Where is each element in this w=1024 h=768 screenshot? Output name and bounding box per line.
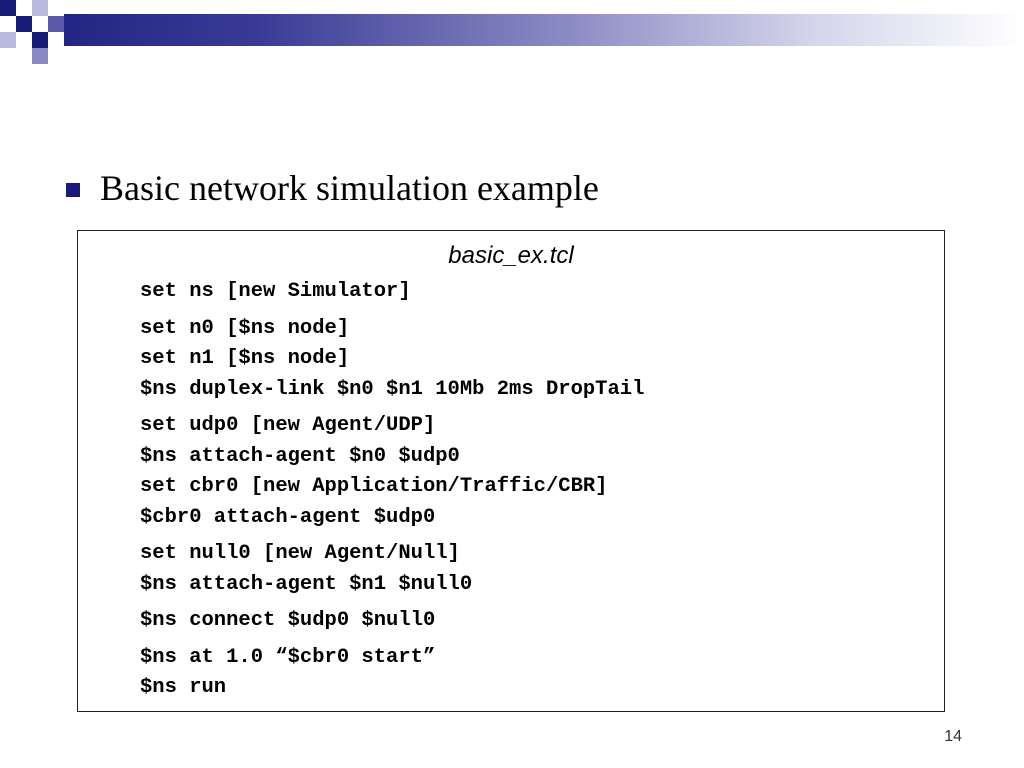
header-square-decoration <box>16 16 32 32</box>
code-line: set cbr0 [new Application/Traffic/CBR] <box>140 475 608 498</box>
header-square-decoration <box>48 16 64 32</box>
code-group: set null0 [new Agent/Null] $ns attach-ag… <box>140 539 644 600</box>
header-square-decoration <box>48 32 64 48</box>
code-line: $ns connect $udp0 $null0 <box>140 609 436 632</box>
page-number: 14 <box>944 728 962 745</box>
header-square-decoration <box>32 0 48 16</box>
code-filename: basic_ex.tcl <box>448 242 574 269</box>
code-line: $ns duplex-link $n0 $n1 10Mb 2ms DropTai… <box>140 377 645 401</box>
header-square-decoration <box>16 32 32 48</box>
header-square-decoration <box>32 48 48 64</box>
code-line: set n0 [$ns node] <box>140 316 350 340</box>
header-square-decoration <box>32 16 48 32</box>
code-line: $ns attach-agent $n1 $null0 <box>140 572 473 596</box>
header-square-decoration <box>0 0 16 16</box>
code-block: set ns [new Simulator] set n0 [$ns node]… <box>140 277 644 710</box>
code-box: basic_ex.tcl set ns [new Simulator] set … <box>77 230 945 712</box>
code-group: set ns [new Simulator] <box>140 277 644 308</box>
bullet-square-icon <box>66 183 80 197</box>
header-square-decoration <box>32 32 48 48</box>
header-square-decoration <box>0 32 16 48</box>
header-gradient-bar <box>0 14 1024 46</box>
bullet-heading: Basic network simulation example <box>100 168 599 208</box>
code-line: set null0 [new Agent/Null] <box>140 542 460 565</box>
code-line: $ns attach-agent $n0 $udp0 <box>140 444 460 468</box>
code-group: $ns at 1.0 “$cbr0 start” $ns run <box>140 643 644 704</box>
header-square-decoration <box>48 0 64 16</box>
code-group: set n0 [$ns node] set n1 [$ns node] $ns … <box>140 314 644 406</box>
code-group: set udp0 [new Agent/UDP] $ns attach-agen… <box>140 411 644 533</box>
code-line: set ns [new Simulator] <box>140 280 411 303</box>
code-line: set udp0 [new Agent/UDP] <box>140 414 436 437</box>
code-line: $ns run <box>140 676 227 699</box>
header-square-decoration <box>0 16 16 32</box>
code-line: set n1 [$ns node] <box>140 347 350 370</box>
header-square-decoration <box>16 0 32 16</box>
code-group: $ns connect $udp0 $null0 <box>140 606 644 637</box>
code-line: $ns at 1.0 “$cbr0 start” <box>140 645 436 669</box>
code-line: $cbr0 attach-agent $udp0 <box>140 505 436 529</box>
